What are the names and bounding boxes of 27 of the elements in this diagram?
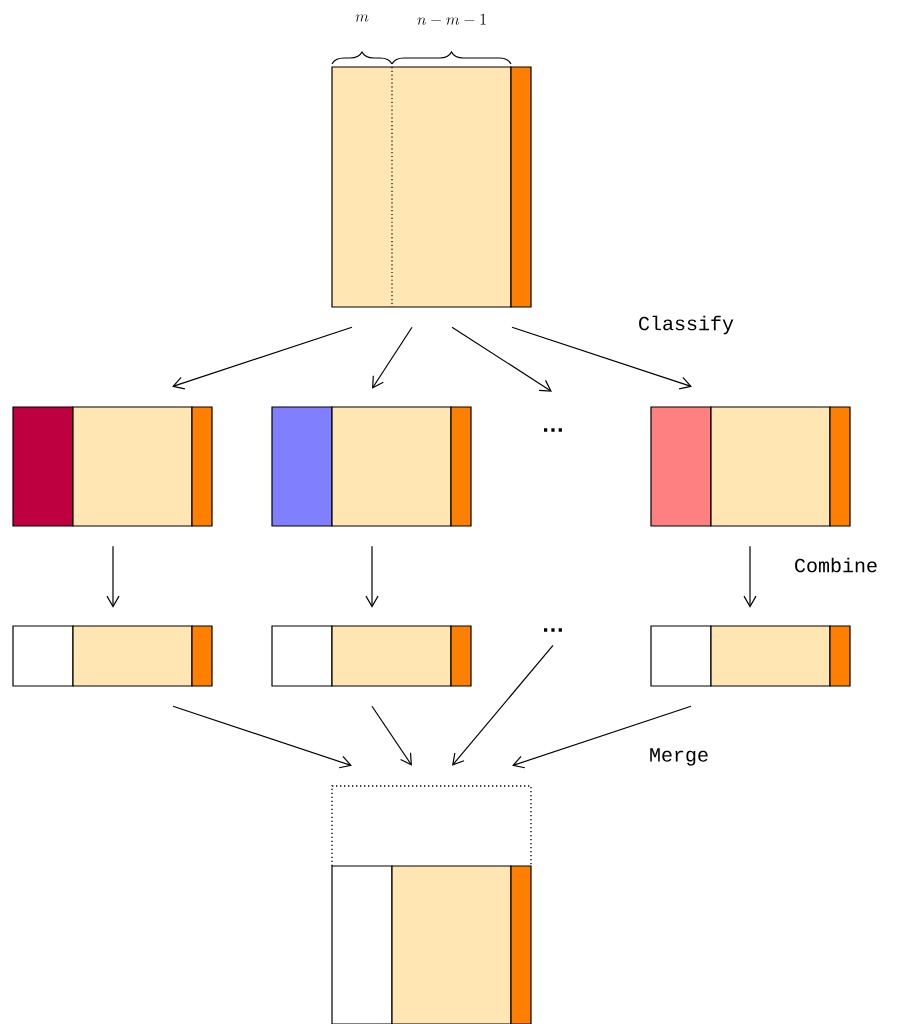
ellipsis: … bbox=[544, 428, 562, 432]
ellipsis: … bbox=[544, 628, 562, 632]
matrix-block bbox=[271, 406, 472, 527]
arrow bbox=[365, 545, 379, 608]
arrow bbox=[172, 326, 353, 390]
arrow bbox=[372, 326, 413, 389]
brace-label: $n-m-1$ bbox=[417, 13, 486, 25]
arrow bbox=[452, 644, 554, 766]
arrow bbox=[451, 326, 552, 392]
arrow bbox=[172, 705, 352, 769]
matrix-block bbox=[650, 625, 851, 687]
step-label: Combine bbox=[795, 557, 877, 573]
step-label: Classify bbox=[639, 315, 734, 335]
matrix-block bbox=[650, 406, 851, 527]
brace-label: $m$ bbox=[355, 14, 369, 22]
arrow bbox=[371, 705, 412, 766]
arrow bbox=[512, 705, 692, 769]
matrix-block bbox=[12, 625, 213, 687]
arrow bbox=[743, 545, 757, 608]
matrix-block bbox=[271, 625, 472, 687]
matrix-block bbox=[331, 66, 532, 308]
step-label: Merge bbox=[650, 748, 708, 766]
empty-slot bbox=[331, 785, 532, 867]
matrix-block bbox=[331, 865, 532, 1024]
arrow bbox=[511, 326, 692, 390]
arrow bbox=[106, 545, 120, 608]
matrix-block bbox=[12, 406, 213, 527]
